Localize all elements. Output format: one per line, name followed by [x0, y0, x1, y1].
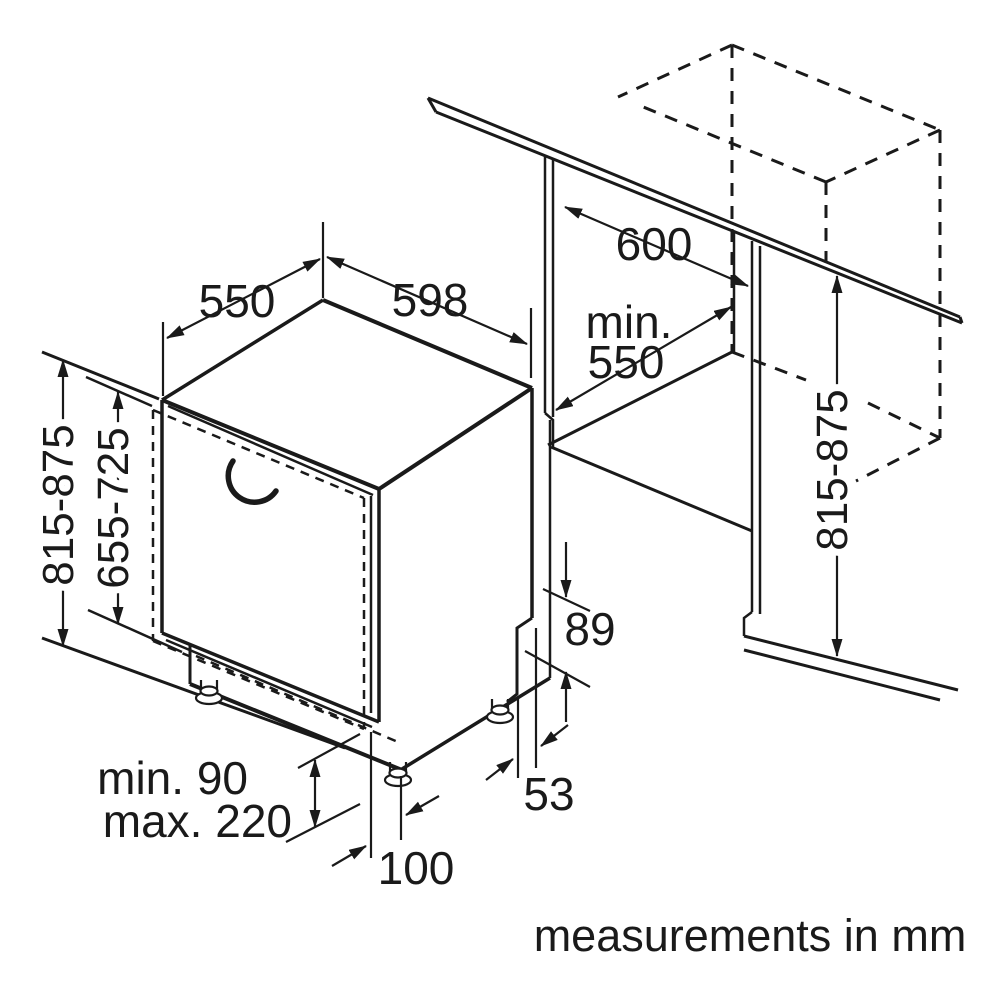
door-handle-arc	[225, 458, 279, 505]
dim-label-appliance-depth: 550	[199, 275, 276, 327]
countertop-left-segment	[41, 350, 160, 401]
dimension-foot-setback-100: 100	[331, 732, 455, 894]
dishwasher-top-face	[161, 298, 534, 497]
dimension-appliance-depth-550: 550	[161, 222, 325, 396]
dim-label-appliance-width: 598	[392, 274, 469, 326]
dim-label-niche-height: 815-875	[808, 389, 857, 550]
dimension-rear-recess-height-89: 89	[524, 542, 616, 722]
dim-label-cabinet-depth: 600	[616, 218, 693, 270]
dim-label-niche-depth-min: min.	[586, 296, 673, 348]
dimension-cabinet-depth-600: 600	[564, 205, 749, 288]
dim-label-door-panel-height: 655-725	[89, 427, 138, 588]
dimension-plinth-height: min. 90 max. 220	[97, 733, 361, 847]
dimension-appliance-width-598: 598	[326, 255, 533, 378]
dishwasher-side-face	[401, 388, 552, 771]
dim-label-foot-setback: 100	[378, 842, 455, 894]
dim-label-niche-depth-550: 550	[588, 336, 665, 388]
floor-line	[41, 636, 346, 750]
dim-label-plinth-min: min. 90	[97, 752, 248, 804]
niche-left-panel	[543, 156, 555, 448]
units-note: measurements in mm	[534, 910, 967, 961]
adjustable-foot-front	[383, 762, 413, 788]
dimension-rear-recess-depth-53: 53	[485, 628, 575, 820]
dishwasher-base	[188, 645, 403, 772]
dim-label-appliance-height: 815-875	[34, 424, 83, 585]
niche-dashed-box	[617, 43, 942, 483]
dim-label-plinth-max: max. 220	[103, 795, 292, 847]
dishwasher-door-face	[160, 400, 381, 729]
dimension-niche-height-815-875: 815-875	[801, 275, 864, 657]
dim-label-rear-recess-depth: 53	[523, 768, 574, 820]
dimension-niche-depth-min550: min. 550	[555, 296, 732, 411]
dimension-appliance-height-815-875: 815-875	[27, 359, 90, 647]
niche-right-panel	[742, 241, 959, 702]
adjustable-foot-right	[485, 699, 515, 725]
dimension-door-panel-height-655-725: 655-725	[82, 391, 145, 625]
countertop-right	[426, 96, 964, 325]
adjustable-foot-left	[194, 680, 224, 706]
furniture-door-dashed-outline	[151, 408, 366, 731]
dim-label-rear-recess-height: 89	[564, 603, 615, 655]
